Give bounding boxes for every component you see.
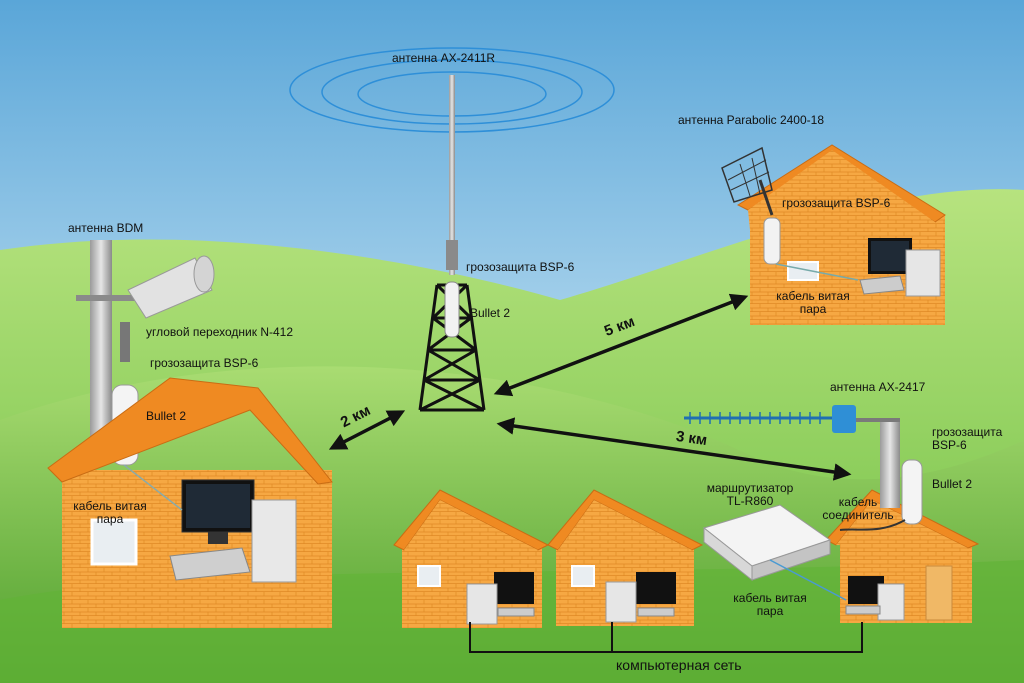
label-antenna-parabolic: антенна Parabolic 2400-18 (678, 113, 824, 127)
right-top-house (721, 144, 946, 325)
label-bullet-right-bottom: Bullet 2 (932, 477, 973, 491)
parabolic-antenna (721, 146, 774, 216)
label-router: маршрутизатор TL-R860 (700, 482, 800, 508)
label-surge-right-bottom-2: BSP-6 (932, 438, 967, 452)
label-bullet-tower: Bullet 2 (470, 306, 511, 320)
label-connector-line1: кабель (838, 495, 878, 509)
label-cable-left-line1: кабель витая (73, 499, 147, 513)
label-cable-left-line2: пара (96, 512, 124, 526)
label-cable-right-top-line1: кабель витая (776, 289, 850, 303)
network-lines (469, 622, 863, 653)
bottom-house-1 (393, 489, 550, 628)
label-connector: кабель соединитель (820, 496, 896, 522)
label-antenna-bdm: антенна BDM (68, 221, 144, 235)
label-cable-right-top: кабель витая пара (768, 290, 858, 316)
label-antenna-ax2417: антенна AX-2417 (830, 380, 926, 394)
arrow-3km (496, 417, 852, 481)
arrow-5km (493, 293, 749, 397)
bullet-2-bottom-right-device (901, 459, 923, 525)
label-surge-left: грозозащита BSP-6 (150, 356, 259, 370)
bottom-house-2 (547, 489, 704, 626)
bdm-antenna (127, 255, 215, 319)
label-cable-right-top-line2: пара (799, 302, 827, 316)
label-router-line2: TL-R860 (726, 494, 774, 508)
label-antenna-ax2411r: антенна AX-2411R (392, 51, 496, 65)
label-router-line1: маршрутизатор (706, 481, 794, 495)
label-surge-tower: грозозащита BSP-6 (466, 260, 575, 274)
tower (418, 75, 486, 412)
bullet-2-tower-device (444, 281, 460, 338)
label-bullet-left: Bullet 2 (146, 409, 187, 423)
label-network: компьютерная сеть (616, 657, 742, 673)
label-cable-bottom-line2: пара (756, 604, 784, 618)
label-connector-line2: соединитель (822, 508, 894, 522)
left-house (47, 240, 333, 628)
label-surge-right-top: грозозащита BSP-6 (782, 196, 891, 210)
arrow-2km (328, 410, 406, 450)
label-surge-right-bottom-1: грозозащита (932, 425, 1003, 439)
label-cable-bottom-line1: кабель витая (733, 591, 807, 605)
label-cable-left: кабель витая пара (66, 500, 154, 526)
bullet-2-right-top-device (763, 217, 781, 265)
router-tl-r860 (702, 504, 847, 601)
distance-arrows (328, 293, 852, 481)
label-angle-adapter: угловой переходник N-412 (146, 325, 294, 339)
label-cable-bottom: кабель витая пара (724, 592, 816, 618)
